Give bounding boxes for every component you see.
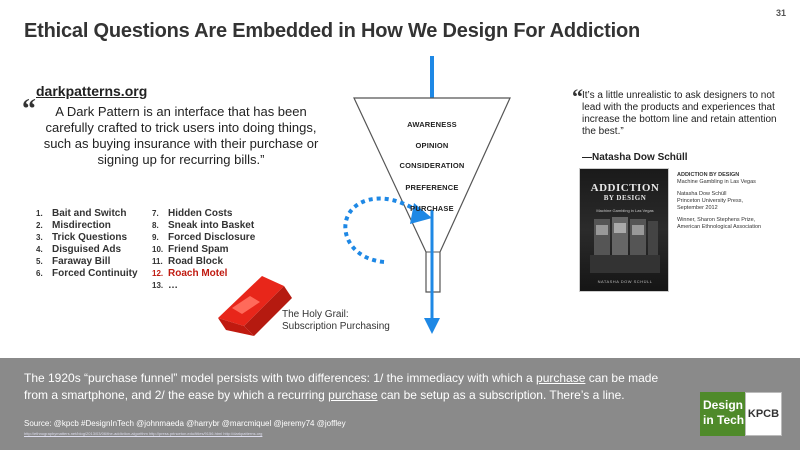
list-item: 8.Sneak into Basket bbox=[152, 220, 255, 231]
funnel-stage-awareness: AWARENESS bbox=[407, 120, 457, 129]
list-item: 9.Forced Disclosure bbox=[152, 232, 256, 243]
list-item: 2.Misdirection bbox=[36, 220, 111, 231]
list-item: 5.Faraway Bill bbox=[36, 256, 111, 267]
loop-arrowhead bbox=[410, 203, 432, 224]
design-in-tech-mark: Design in Tech bbox=[700, 392, 745, 436]
design-in-tech-logo: Design in Tech KPCB bbox=[700, 392, 782, 436]
list-item: 10.Friend Spam bbox=[152, 244, 229, 255]
slide-title: Ethical Questions Are Embedded in How We… bbox=[24, 20, 641, 42]
holy-grail-caption: The Holy Grail: Subscription Purchasing bbox=[282, 309, 390, 332]
funnel-bottom-arrowhead bbox=[424, 318, 440, 334]
list-item: 3.Trick Questions bbox=[36, 232, 128, 243]
dark-pattern-quote: A Dark Pattern is an interface that has … bbox=[43, 104, 319, 167]
darkpatterns-link[interactable]: darkpatterns.org bbox=[36, 83, 148, 99]
left-quote-mark: “ bbox=[22, 94, 36, 125]
footer-source-links[interactable]: http://ethnographymatters.net/blog/2013/… bbox=[24, 431, 263, 436]
right-quote-mark: “ bbox=[572, 84, 583, 109]
funnel-stage-consideration: CONSIDERATION bbox=[399, 161, 465, 170]
footer-source: Source: @kpcb #DesignInTech @johnmaeda @… bbox=[24, 419, 346, 428]
dark-pattern-list-b: 7.Hidden Costs 8.Sneak into Basket 9.For… bbox=[152, 208, 255, 292]
purchase-link[interactable]: purchase bbox=[328, 388, 378, 402]
schull-quote: It’s a little unrealistic to ask designe… bbox=[582, 90, 777, 137]
book-cover-title: ADDICTION BY DESIGN bbox=[590, 182, 660, 203]
book-cover-subtitle: Machine Gambling in Las Vegas bbox=[596, 208, 654, 213]
list-item: 13.… bbox=[152, 280, 178, 291]
list-item: 6.Forced Continuity bbox=[36, 268, 138, 279]
book-cover: ADDICTION BY DESIGN Machine Gambling in … bbox=[579, 168, 669, 292]
kpcb-logo: KPCB bbox=[745, 392, 782, 436]
roach-motel-icon bbox=[218, 276, 292, 336]
funnel-stage-preference: PREFERENCE bbox=[405, 183, 459, 192]
funnel-diagram bbox=[218, 56, 511, 336]
footer-summary: The 1920s “purchase funnel” model persis… bbox=[24, 371, 659, 402]
footer-bar: The 1920s “purchase funnel” model persis… bbox=[0, 358, 800, 450]
book-info: ADDICTION BY DESIGN Machine Gambling in … bbox=[677, 172, 762, 230]
dark-pattern-list-a: 1.Bait and Switch 2.Misdirection 3.Trick… bbox=[36, 208, 138, 280]
purchase-link[interactable]: purchase bbox=[536, 371, 586, 385]
list-item: 11.Road Block bbox=[152, 256, 224, 267]
funnel-stage-opinion: OPINION bbox=[415, 141, 449, 150]
book-cover-author: NATASHA DOW SCHÜLL bbox=[597, 279, 653, 284]
list-item: 1.Bait and Switch bbox=[36, 208, 127, 219]
list-item-highlighted: 12.Roach Motel bbox=[152, 268, 228, 279]
slide-number: 31 bbox=[775, 8, 786, 18]
funnel-stage-purchase: PURCHASE bbox=[410, 204, 454, 213]
list-item: 7.Hidden Costs bbox=[152, 208, 233, 219]
slot-machines-image bbox=[590, 217, 660, 273]
list-item: 4.Disguised Ads bbox=[36, 244, 122, 255]
quote-author: —Natasha Dow Schüll bbox=[582, 152, 688, 163]
